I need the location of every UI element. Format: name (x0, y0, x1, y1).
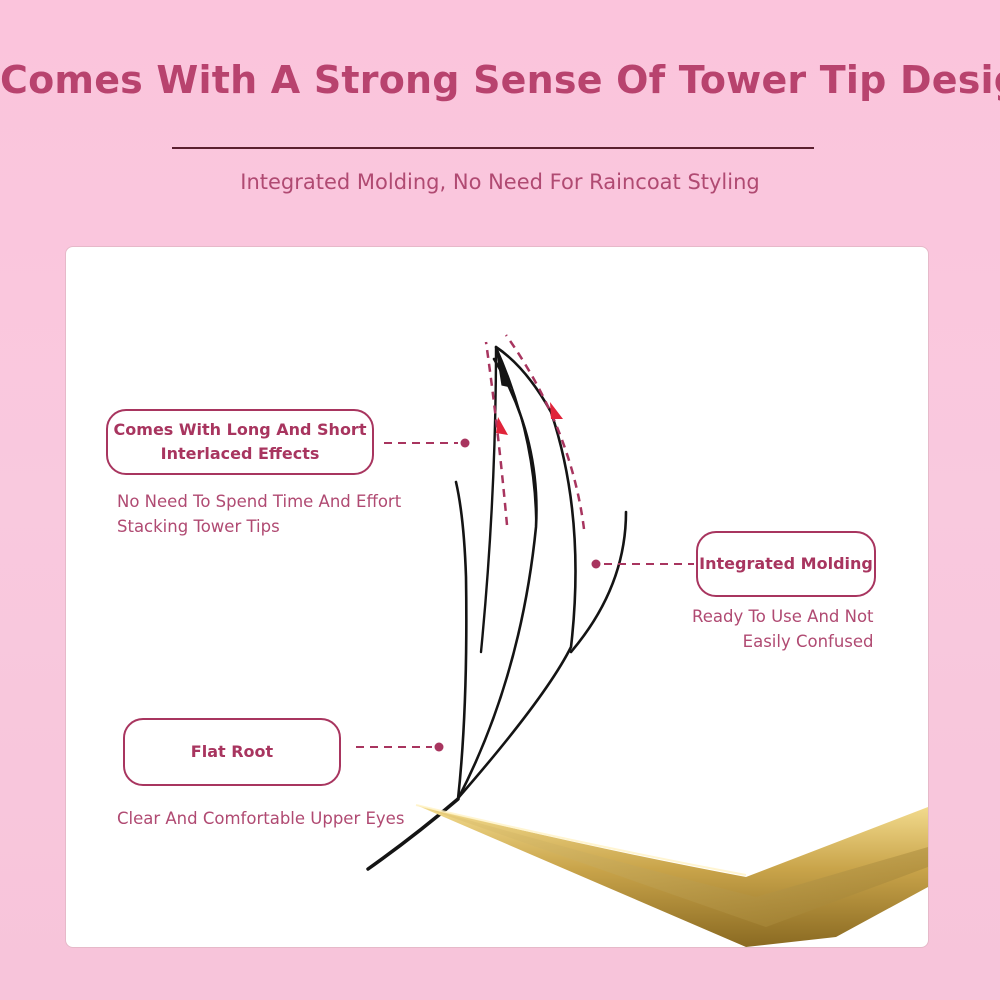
callout-interlaced-note-line1: No Need To Spend Time And Effort (117, 492, 402, 511)
callout-interlaced-line2: Interlaced Effects (160, 444, 320, 463)
callout-root-label: Flat Root (123, 718, 341, 786)
direction-arrow-icon (550, 402, 563, 419)
lash-illustration (356, 334, 928, 947)
divider-rule (172, 147, 814, 149)
callout-root-note-text: Clear And Comfortable Upper Eyes (117, 809, 405, 828)
headline: Comes With A Strong Sense Of Tower Tip D… (0, 58, 1000, 102)
lash-tip (495, 346, 512, 388)
callout-molding-label: Integrated Molding (696, 531, 876, 597)
subheadline: Integrated Molding, No Need For Raincoat… (240, 170, 760, 194)
callout-molding-text: Integrated Molding (699, 554, 873, 573)
lash-stem (366, 797, 460, 871)
callout-interlaced-line1: Comes With Long And Short (113, 420, 367, 439)
tweezer-illustration (415, 804, 928, 947)
callout-interlaced-note: No Need To Spend Time And Effort Stackin… (117, 489, 401, 539)
callout-molding-note-line1: Ready To Use And Not (692, 607, 874, 626)
callout-interlaced-label: Comes With Long And Short Interlaced Eff… (106, 409, 374, 475)
lash-strand-outer-left (454, 480, 468, 801)
callout-interlaced-note-line2: Stacking Tower Tips (117, 517, 280, 536)
callout-molding-note-line2: Easily Confused (742, 632, 874, 651)
direction-arrows (484, 334, 586, 530)
callout-molding-note: Ready To Use And Not Easily Confused (692, 604, 874, 654)
lash-strand-left-tip (479, 345, 498, 654)
callout-root-text: Flat Root (190, 742, 274, 761)
lash-strand-outer-right (569, 510, 628, 654)
eyelash-fan-illustration (366, 345, 628, 871)
callout-connectors (356, 438, 694, 752)
direction-arrow-icon (496, 417, 508, 435)
callout-root-note: Clear And Comfortable Upper Eyes (117, 806, 404, 831)
lash-strand-right-inner (457, 345, 577, 799)
illustration-panel: Comes With Long And Short Interlaced Eff… (65, 246, 929, 948)
lash-strand-right-branch (495, 346, 537, 528)
